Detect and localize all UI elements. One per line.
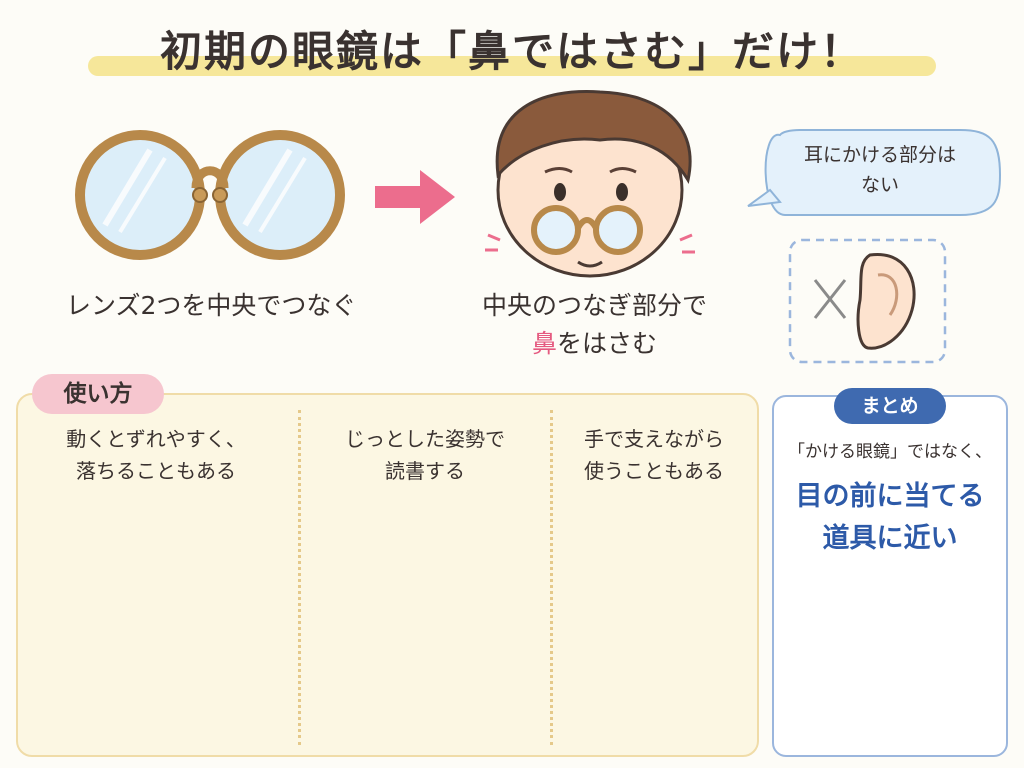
summary-panel bbox=[772, 395, 1008, 757]
nose-emphasis: 鼻 bbox=[531, 329, 557, 358]
usage-divider-1 bbox=[298, 410, 301, 745]
usage-col-1-line2: 落ちることもある bbox=[76, 459, 236, 483]
usage-col-1-text: 動くとずれやすく、 落ちることもある bbox=[36, 423, 276, 487]
face-caption-line1: 中央のつなぎ部分で bbox=[482, 291, 708, 320]
summary-emphasis: 目の前に当てる 道具に近い bbox=[776, 476, 1004, 560]
title-wrap: 初期の眼鏡は「鼻ではさむ」だけ！ bbox=[0, 18, 1024, 79]
usage-col-1-line1: 動くとずれやすく、 bbox=[66, 427, 246, 451]
bubble-line2: ない bbox=[860, 174, 899, 196]
bubble-text: 耳にかける部分は ない bbox=[770, 140, 990, 200]
usage-panel bbox=[16, 393, 759, 757]
usage-divider-2 bbox=[550, 410, 553, 745]
usage-col-2-line1: じっとした姿勢で bbox=[345, 427, 505, 451]
face-caption-line2: 鼻をはさむ bbox=[482, 324, 707, 360]
usage-col-3-line1: 手で支えながら bbox=[584, 427, 724, 451]
summary-line2: 目の前に当てる bbox=[795, 481, 985, 512]
usage-col-3-text: 手で支えながら 使うこともある bbox=[556, 423, 752, 487]
page-title: 初期の眼鏡は「鼻ではさむ」だけ！ bbox=[159, 27, 864, 76]
summary-line1: 「かける眼鏡」ではなく、 bbox=[788, 442, 992, 462]
speech-bubble bbox=[747, 129, 1002, 216]
face-with-glasses-illustration bbox=[485, 90, 695, 278]
face-caption-rest: をはさむ bbox=[557, 329, 658, 358]
glasses-caption: レンズ2つを中央でつなぐ bbox=[66, 291, 357, 320]
usage-col-3-line2: 使うこともある bbox=[584, 459, 724, 483]
usage-col-2-text: じっとした姿勢で 読書する bbox=[306, 423, 544, 487]
rivet-glasses-illustration bbox=[75, 130, 345, 260]
arrow-right-icon bbox=[375, 170, 455, 224]
summary-line3: 道具に近い bbox=[822, 523, 958, 554]
summary-label: まとめ bbox=[834, 388, 946, 424]
usage-col-2-line2: 読書する bbox=[385, 459, 465, 483]
usage-label: 使い方 bbox=[32, 374, 164, 414]
ear-illustration bbox=[788, 238, 947, 364]
title-highlight bbox=[88, 56, 936, 76]
bubble-line1: 耳にかける部分は bbox=[803, 144, 956, 166]
